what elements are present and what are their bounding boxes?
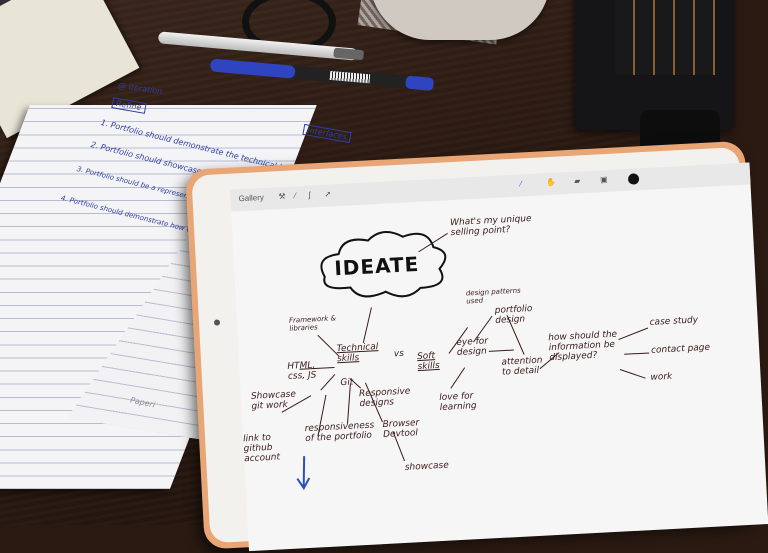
showcase-git-work: Showcase git work [250,389,297,412]
responsiveness: responsiveness of the portfolio [304,420,375,445]
camera-icon [213,319,221,326]
tablet-screen: Gallery ⚒ ∕ ∫ ➚ ∕ ✋ ▰ ▣ [230,162,768,552]
frameworks: Framework & libraries [288,314,337,333]
eye-for-design: eye for design [456,336,489,359]
soft-skills: Soft skills [416,351,440,373]
git-label: Git [340,377,354,389]
responsive-designs: Responsive designs [358,386,411,410]
browser-devtool: Browser Devtool [382,418,420,440]
html-css-js: HTML, css, JS [287,360,317,382]
attention-to-detail: attention to detail [501,355,543,378]
love-for-learning: love for learning [439,391,477,413]
ideate-cloud [320,231,447,298]
design-patterns: design patterns used [465,286,521,306]
how-info-displayed: how should the information be displayed? [548,329,618,364]
ideate-title: IDEATE [333,251,420,281]
tablet-bezel: Gallery ⚒ ∕ ∫ ➚ ∕ ✋ ▰ ▣ [191,146,768,552]
vs-label: vs [393,348,405,360]
keyboard-backlight [615,0,715,75]
work-label: work [650,371,673,383]
technical-skills: Technical skills [336,342,379,365]
portfolio-design: portfolio design [494,304,533,326]
github-link: link to github account [242,432,281,465]
tablet: Gallery ⚒ ∕ ∫ ➚ ∕ ✋ ▰ ▣ [185,140,768,552]
mindmap-lines [281,231,650,491]
